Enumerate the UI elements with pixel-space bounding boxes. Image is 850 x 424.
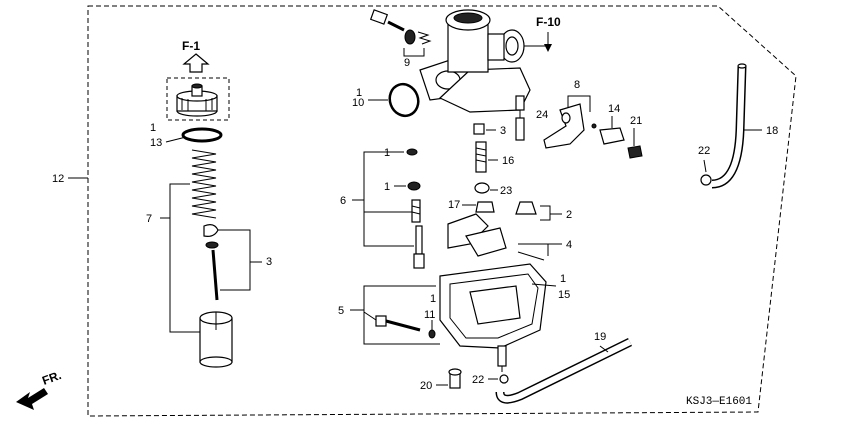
svg-text:20: 20: [420, 380, 432, 392]
float-chamber-part: [439, 263, 547, 372]
carburetor-body-part: [419, 9, 531, 120]
callout-22-bottom: 22: [472, 374, 509, 386]
callout-14: 14: [599, 103, 625, 145]
svg-text:1: 1: [430, 293, 436, 305]
svg-text:13: 13: [150, 137, 162, 149]
throttle-valve-part: [199, 311, 233, 368]
callout-1-11: 1 11: [424, 293, 436, 339]
callout-6: 6: [340, 151, 414, 247]
svg-text:22: 22: [472, 374, 484, 386]
pilot-screw-part: [369, 9, 432, 45]
svg-text:4: 4: [566, 239, 572, 251]
o-ring-part: [388, 82, 420, 118]
callout-24: 24: [515, 109, 548, 141]
callout-21: 21: [627, 115, 643, 159]
callout-5: 5: [338, 285, 440, 345]
svg-text:F-10: F-10: [536, 15, 561, 29]
float-part: 4: [447, 213, 572, 261]
jet-needle-part: [211, 249, 219, 301]
f1-arrow-icon: [182, 53, 210, 73]
svg-text:3: 3: [500, 125, 506, 137]
svg-text:6: 6: [340, 195, 346, 207]
callout-1-15: 1 15: [531, 273, 570, 301]
drain-hose-part: 19: [495, 331, 632, 404]
svg-text:F-1: F-1: [182, 39, 200, 53]
throttle-spring-part: [191, 149, 217, 219]
svg-text:2: 2: [566, 209, 572, 221]
callout-7: 7: [146, 183, 200, 333]
callout-3-left: 3: [218, 229, 272, 291]
pilot-jet-part: [411, 199, 425, 269]
callout-1-10: 1 10: [352, 87, 388, 109]
svg-text:5: 5: [338, 305, 344, 317]
cap-gasket-part: [181, 127, 223, 143]
svg-text:15: 15: [558, 289, 570, 301]
svg-text:16: 16: [502, 155, 514, 167]
ref-f1: F-1: [166, 39, 230, 121]
callout-1-b: 1: [384, 181, 421, 193]
front-direction-indicator: FR.: [16, 368, 63, 410]
svg-text:1: 1: [356, 87, 362, 99]
svg-text:11: 11: [424, 309, 435, 321]
svg-text:10: 10: [352, 97, 364, 109]
callout-22-right: 22: [698, 145, 712, 186]
assembly-border: [87, 5, 797, 417]
callout-20: 20: [420, 368, 462, 392]
svg-text:14: 14: [608, 103, 620, 115]
svg-text:1: 1: [384, 147, 390, 159]
choke-lever-part: 8: [543, 79, 597, 149]
callout-12: 12: [52, 173, 88, 185]
svg-text:22: 22: [698, 145, 710, 157]
needle-clip-part: [203, 224, 219, 249]
f10-arrow-icon: [544, 44, 552, 52]
diagram-code-label: KSJ3—E1601: [686, 396, 752, 408]
svg-text:17: 17: [448, 199, 460, 211]
fr-arrow-icon: [16, 388, 48, 410]
svg-text:12: 12: [52, 173, 64, 185]
svg-text:21: 21: [630, 115, 642, 127]
ref-f10: F-10: [524, 15, 561, 52]
main-jet-part: 16: [475, 141, 514, 173]
callout-17: 17: [448, 199, 495, 213]
svg-text:3: 3: [266, 256, 272, 268]
callout-1-a: 1: [384, 147, 418, 159]
svg-text:8: 8: [574, 79, 580, 91]
svg-text:FR.: FR.: [40, 368, 63, 388]
vent-hose-part: 18: [711, 63, 778, 189]
top-cap-part: [176, 83, 218, 117]
svg-text:9: 9: [404, 57, 410, 69]
callout-23: 23: [474, 182, 512, 197]
svg-text:1: 1: [560, 273, 566, 285]
svg-text:23: 23: [500, 185, 512, 197]
svg-text:1: 1: [384, 181, 390, 193]
svg-text:7: 7: [146, 213, 152, 225]
callout-1-13: 1 13: [150, 122, 187, 149]
svg-text:24: 24: [536, 109, 548, 121]
svg-text:18: 18: [766, 125, 778, 137]
adjusting-screw-part: [375, 315, 421, 332]
callout-3-mid: 3: [473, 123, 506, 137]
svg-text:19: 19: [594, 331, 606, 343]
svg-text:1: 1: [150, 122, 156, 134]
f1-dashed-box: [166, 77, 230, 121]
float-valve-part: 2: [515, 201, 572, 221]
callout-9: 9: [403, 48, 425, 69]
